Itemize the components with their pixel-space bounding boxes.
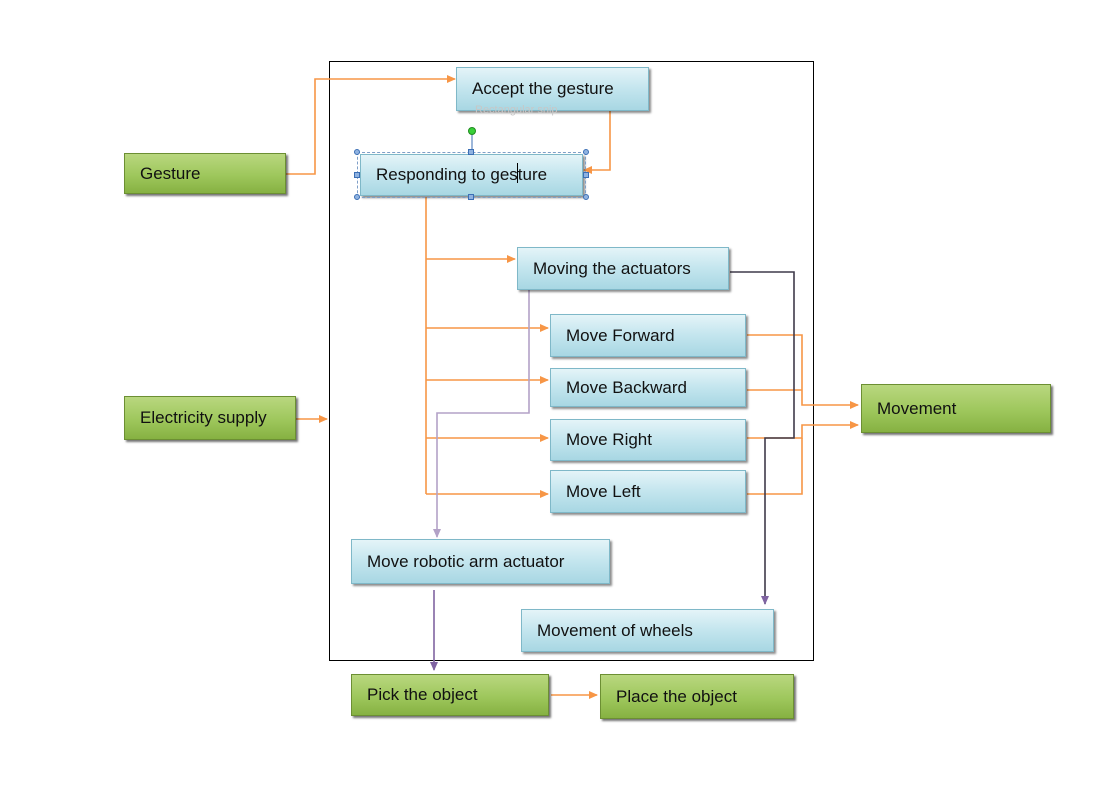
accept-gesture-node[interactable]: Accept the gesture bbox=[456, 67, 649, 111]
move-backward-label: Move Backward bbox=[566, 377, 687, 397]
resize-handle-top-right[interactable] bbox=[583, 149, 589, 155]
robotic-arm-label: Move robotic arm actuator bbox=[367, 551, 565, 571]
gesture-node[interactable]: Gesture bbox=[124, 153, 286, 194]
responding-gesture-node[interactable]: Responding to gesture bbox=[360, 154, 583, 196]
resize-handle-top[interactable] bbox=[468, 149, 474, 155]
moving-actuators-node[interactable]: Moving the actuators bbox=[517, 247, 729, 290]
system-boundary-frame bbox=[329, 61, 814, 661]
move-left-node[interactable]: Move Left bbox=[550, 470, 746, 513]
resize-handle-left[interactable] bbox=[354, 172, 360, 178]
place-object-label: Place the object bbox=[616, 686, 737, 706]
resize-handle-right[interactable] bbox=[583, 172, 589, 178]
ghost-tooltip-text: Rectangular snip bbox=[475, 104, 558, 116]
accept-gesture-label: Accept the gesture bbox=[472, 79, 614, 98]
electricity-supply-label: Electricity supply bbox=[140, 408, 267, 427]
resize-handle-bottom[interactable] bbox=[468, 194, 474, 200]
ghost-tooltip: Rectangular snip bbox=[475, 104, 558, 116]
connector-gesture-accept bbox=[286, 75, 456, 175]
rotate-handle[interactable] bbox=[464, 126, 480, 152]
place-object-node[interactable]: Place the object bbox=[600, 674, 794, 719]
pick-object-node[interactable]: Pick the object bbox=[351, 674, 549, 716]
connector-actuators-wheels bbox=[730, 271, 795, 605]
move-left-label: Move Left bbox=[566, 481, 641, 501]
resize-handle-bottom-right[interactable] bbox=[583, 194, 589, 200]
text-caret bbox=[517, 163, 518, 183]
connector-right-movement bbox=[747, 421, 859, 439]
wheels-movement-label: Movement of wheels bbox=[537, 620, 693, 640]
wheels-movement-node[interactable]: Movement of wheels bbox=[521, 609, 774, 652]
electricity-supply-node[interactable]: Electricity supply bbox=[124, 396, 296, 440]
movement-label: Movement bbox=[877, 398, 957, 418]
move-right-node[interactable]: Move Right bbox=[550, 419, 746, 461]
connector-forward-movement bbox=[747, 334, 859, 409]
connector-actuators-arm bbox=[433, 290, 530, 538]
move-right-label: Move Right bbox=[566, 430, 652, 449]
resize-handle-bottom-left[interactable] bbox=[354, 194, 360, 200]
gesture-label: Gesture bbox=[140, 163, 201, 183]
move-forward-label: Move Forward bbox=[566, 325, 675, 345]
selection-outline bbox=[357, 152, 586, 198]
move-backward-node[interactable]: Move Backward bbox=[550, 368, 746, 407]
connector-accept-responding bbox=[583, 111, 611, 174]
resize-handle-top-left[interactable] bbox=[354, 149, 360, 155]
responding-gesture-label: Responding to gesture bbox=[376, 165, 548, 184]
moving-actuators-label: Moving the actuators bbox=[533, 258, 691, 278]
connector-left-movement bbox=[747, 438, 803, 495]
pick-object-label: Pick the object bbox=[367, 685, 478, 704]
robotic-arm-node[interactable]: Move robotic arm actuator bbox=[351, 539, 610, 584]
move-forward-node[interactable]: Move Forward bbox=[550, 314, 746, 357]
movement-node[interactable]: Movement bbox=[861, 384, 1051, 433]
